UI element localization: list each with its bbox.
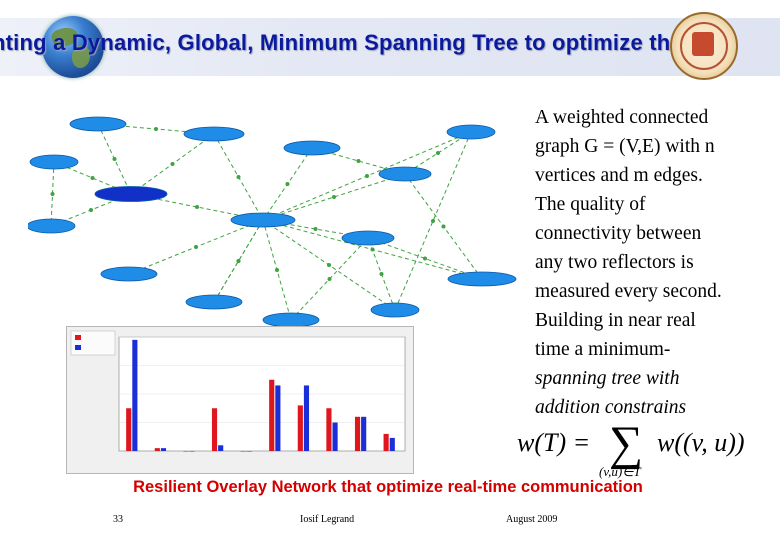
chart-bar <box>332 423 337 452</box>
graph-edge-marker <box>431 219 435 223</box>
graph-edge-marker <box>237 259 241 263</box>
body-text-line: A weighted connected <box>535 103 770 132</box>
bar-chart-panel <box>66 326 414 474</box>
chart-bar <box>132 340 137 451</box>
footer-date: August 2009 <box>506 514 557 525</box>
chart-legend-swatch <box>75 335 81 340</box>
graph-edge-marker <box>113 157 117 161</box>
graph-edge-marker <box>195 205 199 209</box>
mst-weight-formula: w(T) = ∑ w((v, u)) (v,u)∈T <box>517 420 757 480</box>
graph-edge-marker <box>51 192 55 196</box>
graph-node <box>186 295 242 309</box>
body-text-line: measured every second. <box>535 277 770 306</box>
graph-edge-marker <box>380 272 384 276</box>
graph-node <box>30 155 78 169</box>
graph-edge-marker <box>275 268 279 272</box>
graph-edge-marker <box>286 182 290 186</box>
institute-seal-logo <box>670 12 738 80</box>
chart-bar <box>355 417 360 451</box>
graph-node <box>70 117 126 131</box>
graph-edge-marker <box>194 245 198 249</box>
graph-nodes <box>28 117 516 327</box>
chart-bar <box>384 434 389 451</box>
formula-sigma: ∑ <box>609 416 643 471</box>
graph-node <box>28 219 75 233</box>
graph-edge-marker <box>327 263 331 267</box>
graph-node <box>184 127 244 141</box>
graph-edge-marker <box>332 195 336 199</box>
formula-rhs: w((v, u)) <box>657 428 745 458</box>
graph-edge-marker <box>89 208 93 212</box>
chart-bar <box>155 448 160 451</box>
graph-edge-marker <box>91 176 95 180</box>
body-text-line: time a minimum- <box>535 335 770 364</box>
chart-bar <box>361 417 366 451</box>
caption: Resilient Overlay Network that optimize … <box>0 478 780 497</box>
caption-text: Resilient Overlay Network that optimize … <box>133 478 643 496</box>
graph-edge-marker <box>423 257 427 261</box>
body-text-line: The quality of <box>535 190 770 219</box>
body-text-line: spanning tree with <box>535 364 770 393</box>
formula-lhs: w(T) = <box>517 428 590 458</box>
chart-bar <box>326 408 331 451</box>
network-graph <box>28 86 518 336</box>
graph-node <box>371 303 419 317</box>
chart-bar <box>275 385 280 451</box>
graph-edge-marker <box>365 174 369 178</box>
chart-bar <box>189 451 194 452</box>
graph-node <box>448 272 516 286</box>
graph-edge-marker <box>357 159 361 163</box>
chart-bar <box>390 438 395 451</box>
body-text-line: any two reflectors is <box>535 248 770 277</box>
chart-bar <box>212 408 217 451</box>
graph-edge-marker <box>442 225 446 229</box>
graph-edge-marker <box>436 151 440 155</box>
graph-edge-marker <box>328 277 332 281</box>
graph-edge-marker <box>154 127 158 131</box>
slide-title: nting a Dynamic, Global, Minimum Spannin… <box>0 30 780 56</box>
graph-node <box>379 167 431 181</box>
chart-bar <box>241 451 246 452</box>
body-text-line: vertices and m edges. <box>535 161 770 190</box>
chart-bar <box>161 448 166 451</box>
graph-node <box>342 231 394 245</box>
body-text-line: Building in near real <box>535 306 770 335</box>
graph-node <box>101 267 157 281</box>
body-text-line: addition constrains <box>535 393 770 422</box>
chart-legend <box>71 331 115 355</box>
chart-legend-swatch <box>75 345 81 350</box>
chart-bar <box>126 408 131 451</box>
graph-node <box>263 313 319 327</box>
body-text-line: connectivity between <box>535 219 770 248</box>
chart-bar <box>269 380 274 451</box>
graph-edge-marker <box>314 227 318 231</box>
chart-bar <box>247 451 252 452</box>
graph-node <box>95 187 167 202</box>
chart-bar <box>183 451 188 452</box>
chart-bar <box>304 385 309 451</box>
chart-bar <box>218 445 223 451</box>
chart-bar <box>298 405 303 451</box>
graph-node <box>231 213 295 227</box>
graph-edge-marker <box>237 175 241 179</box>
graph-edge-marker <box>171 162 175 166</box>
bar-chart <box>67 327 413 473</box>
body-text-line: graph G = (V,E) with n <box>535 132 770 161</box>
graph-node <box>447 125 495 139</box>
slide-number: 33 <box>113 514 123 525</box>
footer-author: Iosif Legrand <box>300 514 354 525</box>
graph-node <box>284 141 340 155</box>
